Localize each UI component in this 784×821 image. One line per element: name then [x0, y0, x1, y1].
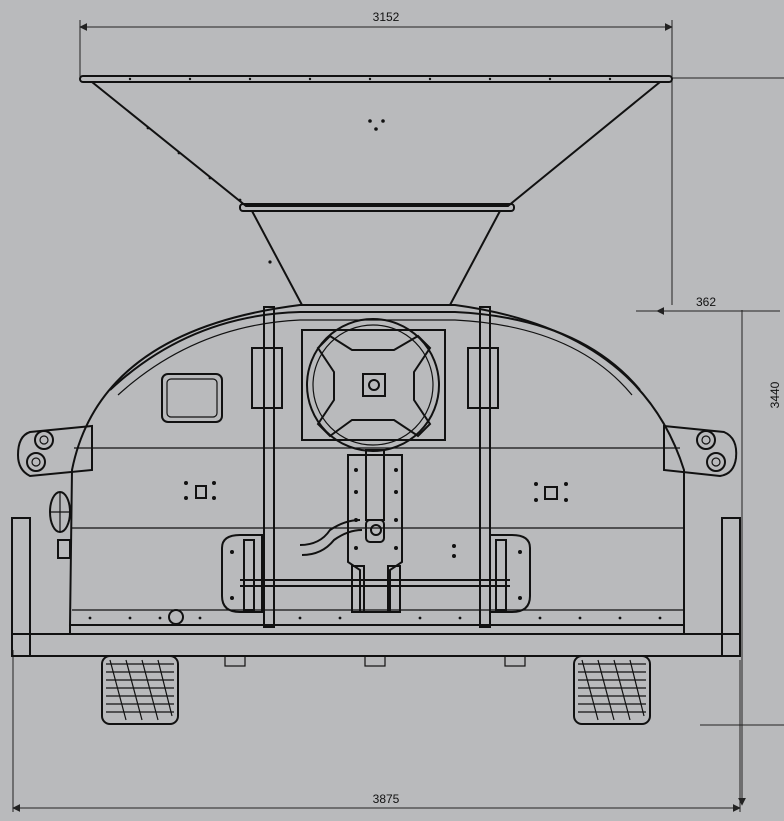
dimension-offset: 362 [636, 295, 780, 315]
dimension-bottom-width-label: 3875 [373, 792, 400, 806]
dimension-bottom-width: 3875 [12, 650, 741, 812]
right-bracket [452, 534, 531, 613]
right-marker [534, 482, 568, 502]
dimension-top-width-label: 3152 [373, 10, 400, 24]
dimension-offset-label: 362 [696, 295, 716, 309]
left-bracket [221, 534, 263, 613]
right-arm [663, 424, 738, 478]
left-marker [184, 481, 216, 500]
chassis-frame [11, 517, 741, 667]
dimension-height: 3440 [671, 77, 784, 806]
left-wheel [101, 655, 179, 725]
dimension-height-label: 3440 [768, 381, 782, 408]
drive-column [299, 449, 403, 613]
right-wheel [573, 655, 651, 725]
left-arm [16, 424, 93, 478]
frame-posts [240, 306, 510, 628]
spreader-body [68, 304, 685, 626]
spinner-housing [301, 318, 446, 452]
dimension-top-width: 3152 [79, 10, 673, 78]
hand-wheel [49, 491, 71, 559]
hopper [79, 75, 673, 306]
